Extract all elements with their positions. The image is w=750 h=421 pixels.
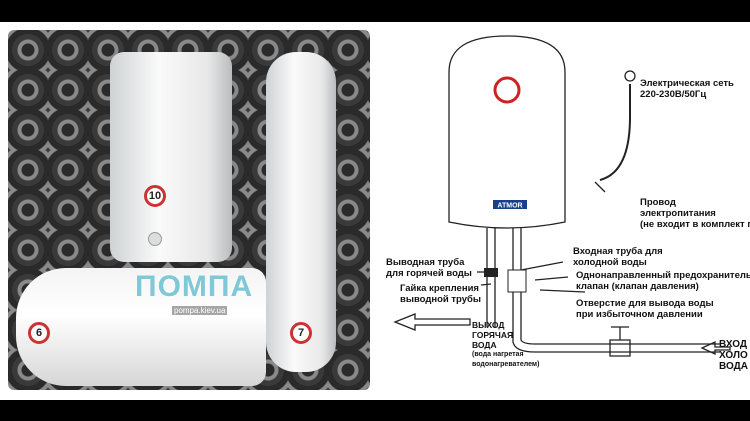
heater-body (448, 35, 566, 229)
brand-label: ATMOR (497, 203, 522, 210)
shutoff-valve (609, 326, 631, 357)
tank-top-left (110, 52, 232, 262)
water-heaters-photo: 10 7 6 (8, 30, 370, 390)
leader-lines (477, 181, 606, 293)
tank-tall-right (266, 52, 336, 372)
installation-diagram: ATMOR (393, 35, 731, 357)
tank-badge: 7 (290, 322, 312, 344)
brand-plate (493, 200, 527, 209)
socket-icon (624, 70, 636, 82)
watermark-logo: ПОМПА (135, 270, 254, 303)
tank-horizontal (16, 268, 266, 386)
cold-pipe (512, 228, 720, 353)
hot-pipe (486, 228, 496, 327)
nut (484, 268, 498, 277)
brand-logo-icon (493, 76, 521, 104)
power-cord (599, 84, 631, 181)
cold-in-arrow (700, 340, 731, 356)
valve (507, 269, 527, 293)
tank-badge: 10 (144, 185, 166, 207)
watermark-url: pompa.kiev.ua (172, 306, 228, 315)
tank-badge: 6 (28, 322, 50, 344)
hot-out-arrow (393, 313, 471, 331)
tank-knob (148, 232, 162, 246)
